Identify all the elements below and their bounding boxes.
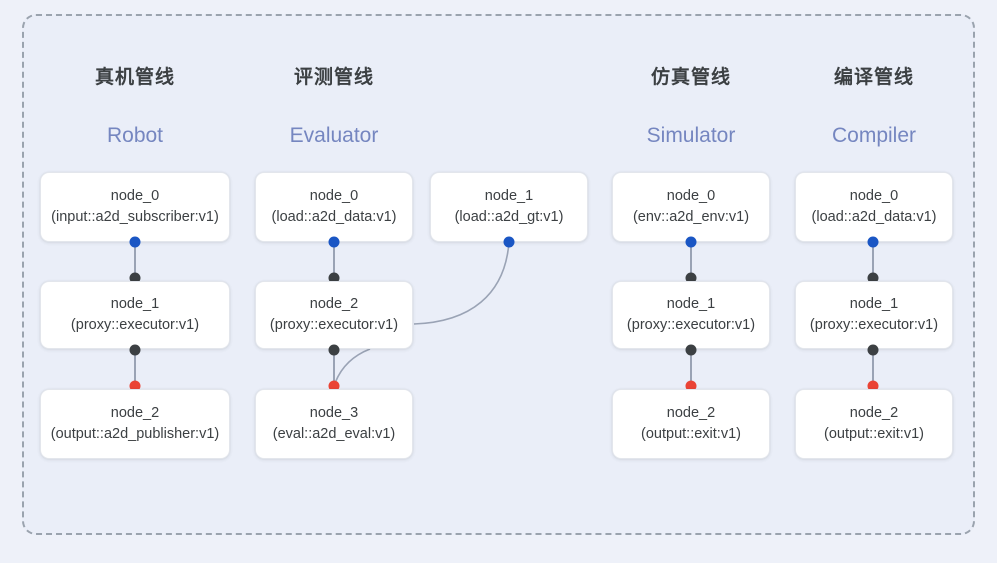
column-title-en-evaluator: Evaluator xyxy=(289,124,379,147)
port-out-robot-1[interactable] xyxy=(129,344,141,356)
node-subtitle: (load::a2d_data:v1) xyxy=(811,209,937,225)
port-out-simulator-1[interactable] xyxy=(685,344,697,356)
node-title: node_2 xyxy=(110,405,160,421)
port-out-robot-0[interactable] xyxy=(129,236,141,248)
port-out-compiler-0[interactable] xyxy=(867,236,879,248)
port-out-compiler-1[interactable] xyxy=(867,344,879,356)
column-title-cn-compiler: 编译管线 xyxy=(833,67,914,88)
node-robot-2[interactable]: node_2 (output::a2d_publisher:v1) xyxy=(40,389,230,459)
node-simulator-0[interactable]: node_0 (env::a2d_env:v1) xyxy=(612,172,770,242)
node-subtitle: (input::a2d_subscriber:v1) xyxy=(51,209,219,225)
node-subtitle: (env::a2d_env:v1) xyxy=(632,209,750,225)
node-title: node_1 xyxy=(110,296,160,312)
node-compiler-2[interactable]: node_2 (output::exit:v1) xyxy=(795,389,953,459)
port-in-evaluator-3[interactable] xyxy=(328,380,340,392)
node-robot-1[interactable]: node_1 (proxy::executor:v1) xyxy=(40,281,230,349)
node-subtitle: (load::a2d_gt:v1) xyxy=(454,209,564,225)
node-evaluator-gt[interactable]: node_1 (load::a2d_gt:v1) xyxy=(430,172,588,242)
port-in-robot-2[interactable] xyxy=(129,380,141,392)
node-subtitle: (load::a2d_data:v1) xyxy=(271,209,397,225)
port-in-robot-1[interactable] xyxy=(129,272,141,284)
port-in-compiler-1[interactable] xyxy=(867,272,879,284)
column-title-en-simulator: Simulator xyxy=(646,124,736,147)
port-out-simulator-0[interactable] xyxy=(685,236,697,248)
node-title: node_2 xyxy=(309,296,359,312)
port-in-simulator-1[interactable] xyxy=(685,272,697,284)
column-title-en-robot: Robot xyxy=(106,124,164,147)
node-title: node_2 xyxy=(849,405,899,421)
port-out-evaluator-0[interactable] xyxy=(328,236,340,248)
column-title-cn-robot: 真机管线 xyxy=(94,67,175,88)
node-evaluator-0[interactable]: node_0 (load::a2d_data:v1) xyxy=(255,172,413,242)
node-title: node_1 xyxy=(849,296,899,312)
node-subtitle: (proxy::executor:v1) xyxy=(809,317,939,333)
node-title: node_3 xyxy=(309,405,359,421)
port-out-evaluator-gt[interactable] xyxy=(503,236,515,248)
node-subtitle: (output::exit:v1) xyxy=(641,426,741,442)
node-simulator-1[interactable]: node_1 (proxy::executor:v1) xyxy=(612,281,770,349)
port-in-simulator-2[interactable] xyxy=(685,380,697,392)
node-subtitle: (output::exit:v1) xyxy=(824,426,924,442)
node-compiler-0[interactable]: node_0 (load::a2d_data:v1) xyxy=(795,172,953,242)
port-out-evaluator-2[interactable] xyxy=(328,344,340,356)
node-compiler-1[interactable]: node_1 (proxy::executor:v1) xyxy=(795,281,953,349)
node-title: node_0 xyxy=(849,188,899,204)
column-title-cn-simulator: 仿真管线 xyxy=(650,67,731,88)
column-title-cn-evaluator: 评测管线 xyxy=(293,67,374,88)
port-in-compiler-2[interactable] xyxy=(867,380,879,392)
node-title: node_0 xyxy=(309,188,359,204)
node-simulator-2[interactable]: node_2 (output::exit:v1) xyxy=(612,389,770,459)
node-subtitle: (output::a2d_publisher:v1) xyxy=(50,426,220,442)
node-title: node_1 xyxy=(484,188,534,204)
node-evaluator-3[interactable]: node_3 (eval::a2d_eval:v1) xyxy=(255,389,413,459)
node-title: node_1 xyxy=(666,296,716,312)
node-title: node_2 xyxy=(666,405,716,421)
port-in-evaluator-2[interactable] xyxy=(328,272,340,284)
node-robot-0[interactable]: node_0 (input::a2d_subscriber:v1) xyxy=(40,172,230,242)
node-subtitle: (proxy::executor:v1) xyxy=(269,317,399,333)
node-title: node_0 xyxy=(666,188,716,204)
node-evaluator-2[interactable]: node_2 (proxy::executor:v1) xyxy=(255,281,413,349)
node-subtitle: (proxy::executor:v1) xyxy=(70,317,200,333)
node-subtitle: (eval::a2d_eval:v1) xyxy=(272,426,396,442)
node-subtitle: (proxy::executor:v1) xyxy=(626,317,756,333)
column-title-en-compiler: Compiler xyxy=(831,124,917,147)
node-title: node_0 xyxy=(110,188,160,204)
